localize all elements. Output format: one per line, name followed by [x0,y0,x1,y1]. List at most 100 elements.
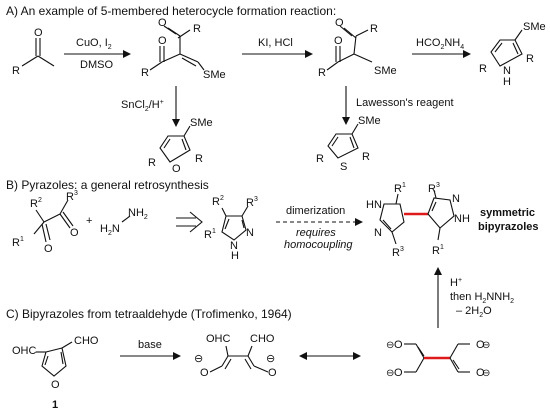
hydrazine: H2N NH2 [100,207,148,237]
svg-text:O: O [158,17,167,29]
svg-text:R: R [394,183,402,195]
svg-text:1: 1 [440,244,444,251]
svg-text:N: N [246,227,254,239]
svg-text:1: 1 [402,182,406,189]
svg-text:N: N [374,227,382,239]
requires-label: requires [296,227,336,239]
reagent-ki-hcl: KI, HCl [258,37,293,49]
svg-text:O: O [158,35,167,47]
svg-text:3: 3 [74,190,78,197]
svg-text:⊖: ⊖ [386,368,394,379]
svg-text:OHC: OHC [206,333,231,345]
svg-text:SMe: SMe [190,117,213,129]
methyl-ketone: O R [12,27,55,77]
product-label-line1: symmetric [480,207,535,219]
homocoupling-label: homocoupling [284,239,353,251]
svg-text:⊖: ⊖ [386,340,394,351]
svg-text:N: N [503,65,511,77]
compound-number-1: 1 [52,399,58,411]
svg-text:O: O [268,367,277,379]
svg-text:SMe: SMe [203,69,226,81]
svg-text:SMe: SMe [374,65,397,77]
svg-text:H: H [503,76,511,88]
svg-text:O: O [51,379,60,391]
svg-text:2: 2 [38,197,42,204]
diketone-14: R O O R SMe [318,17,397,79]
svg-text:N: N [452,193,460,205]
thiophene-product: SMe R R S [316,115,381,173]
svg-text:1: 1 [212,228,216,235]
svg-text:SMe: SMe [358,115,381,127]
svg-text:R: R [12,65,20,77]
reagent-minus-water: – 2H2O [456,305,492,319]
svg-text:R: R [432,245,440,257]
reagent-sncl2: SnCl2/H+ [121,99,164,113]
svg-text:R: R [212,196,220,208]
svg-text:O: O [70,227,79,239]
svg-text:⊖: ⊖ [482,368,490,379]
svg-text:OHC: OHC [12,345,37,357]
plus-sign: + [86,215,92,227]
svg-text:O: O [335,17,344,29]
svg-text:O: O [394,339,403,351]
svg-text:3: 3 [436,182,440,189]
section-c-heading: C) Bipyrazoles from tetraaldehyde (Trofi… [6,307,292,321]
section-a-heading: A) An example of 5-membered heterocycle … [6,4,336,18]
svg-text:CHO: CHO [74,335,99,347]
svg-text:⊖: ⊖ [266,353,275,365]
retrosynthesis-arrow [176,211,203,233]
svg-text:⊖: ⊖ [194,353,203,365]
dienolate-intermediate: OHC CHO O O ⊖ ⊖ [194,333,277,379]
unsaturated-diketone: R O O R SMe [141,17,226,81]
svg-text:R: R [12,237,20,249]
svg-text:R: R [148,157,156,169]
pyrrole-product: SMe R R N H [479,21,546,88]
svg-text:R: R [66,191,74,203]
svg-text:NH2: NH2 [128,207,148,221]
reagent-cuo-i2: CuO, I2 [76,37,112,51]
tetraenolate-dimer: O O O O ⊖ ⊖ ⊖ ⊖ [386,339,490,379]
svg-text:O: O [44,243,53,255]
svg-text:R: R [246,197,254,209]
svg-text:R: R [316,153,324,165]
svg-text:⊖: ⊖ [482,340,490,351]
svg-text:O: O [34,27,43,39]
svg-text:H: H [231,250,239,262]
reagent-dmso: DMSO [80,59,113,71]
svg-text:2: 2 [220,195,224,202]
furan-dialdehyde-1: OHC CHO O 1 [12,335,99,411]
svg-text:O: O [476,339,485,351]
svg-text:NH: NH [454,213,470,225]
svg-text:R: R [370,23,378,35]
svg-text:R: R [195,153,203,165]
svg-text:HN: HN [366,199,382,211]
svg-text:CHO: CHO [250,333,275,345]
svg-text:H2N: H2N [100,223,120,237]
svg-text:R: R [318,67,326,79]
svg-text:R: R [30,198,38,210]
dimerization-label: dimerization [286,205,345,217]
reagent-base: base [138,339,162,351]
svg-text:R: R [526,53,534,65]
svg-text:R: R [428,183,436,195]
svg-text:N: N [230,240,238,252]
svg-text:SMe: SMe [523,21,546,33]
reagent-ammonium-formate: HCO2NH4 [416,37,464,51]
svg-text:R: R [141,67,149,79]
svg-text:O: O [476,367,485,379]
svg-text:3: 3 [254,196,258,203]
reagent-h-plus: H+ [450,277,462,289]
svg-text:R: R [392,247,400,259]
svg-text:1: 1 [20,236,24,243]
reagent-lawesson: Lawesson's reagent [356,97,454,109]
svg-text:R: R [362,151,370,163]
section-b-heading: B) Pyrazoles: a general retrosynthesis [6,178,209,192]
svg-text:O: O [172,163,181,175]
svg-text:3: 3 [400,246,404,253]
svg-text:O: O [334,35,343,47]
svg-text:O: O [200,367,209,379]
